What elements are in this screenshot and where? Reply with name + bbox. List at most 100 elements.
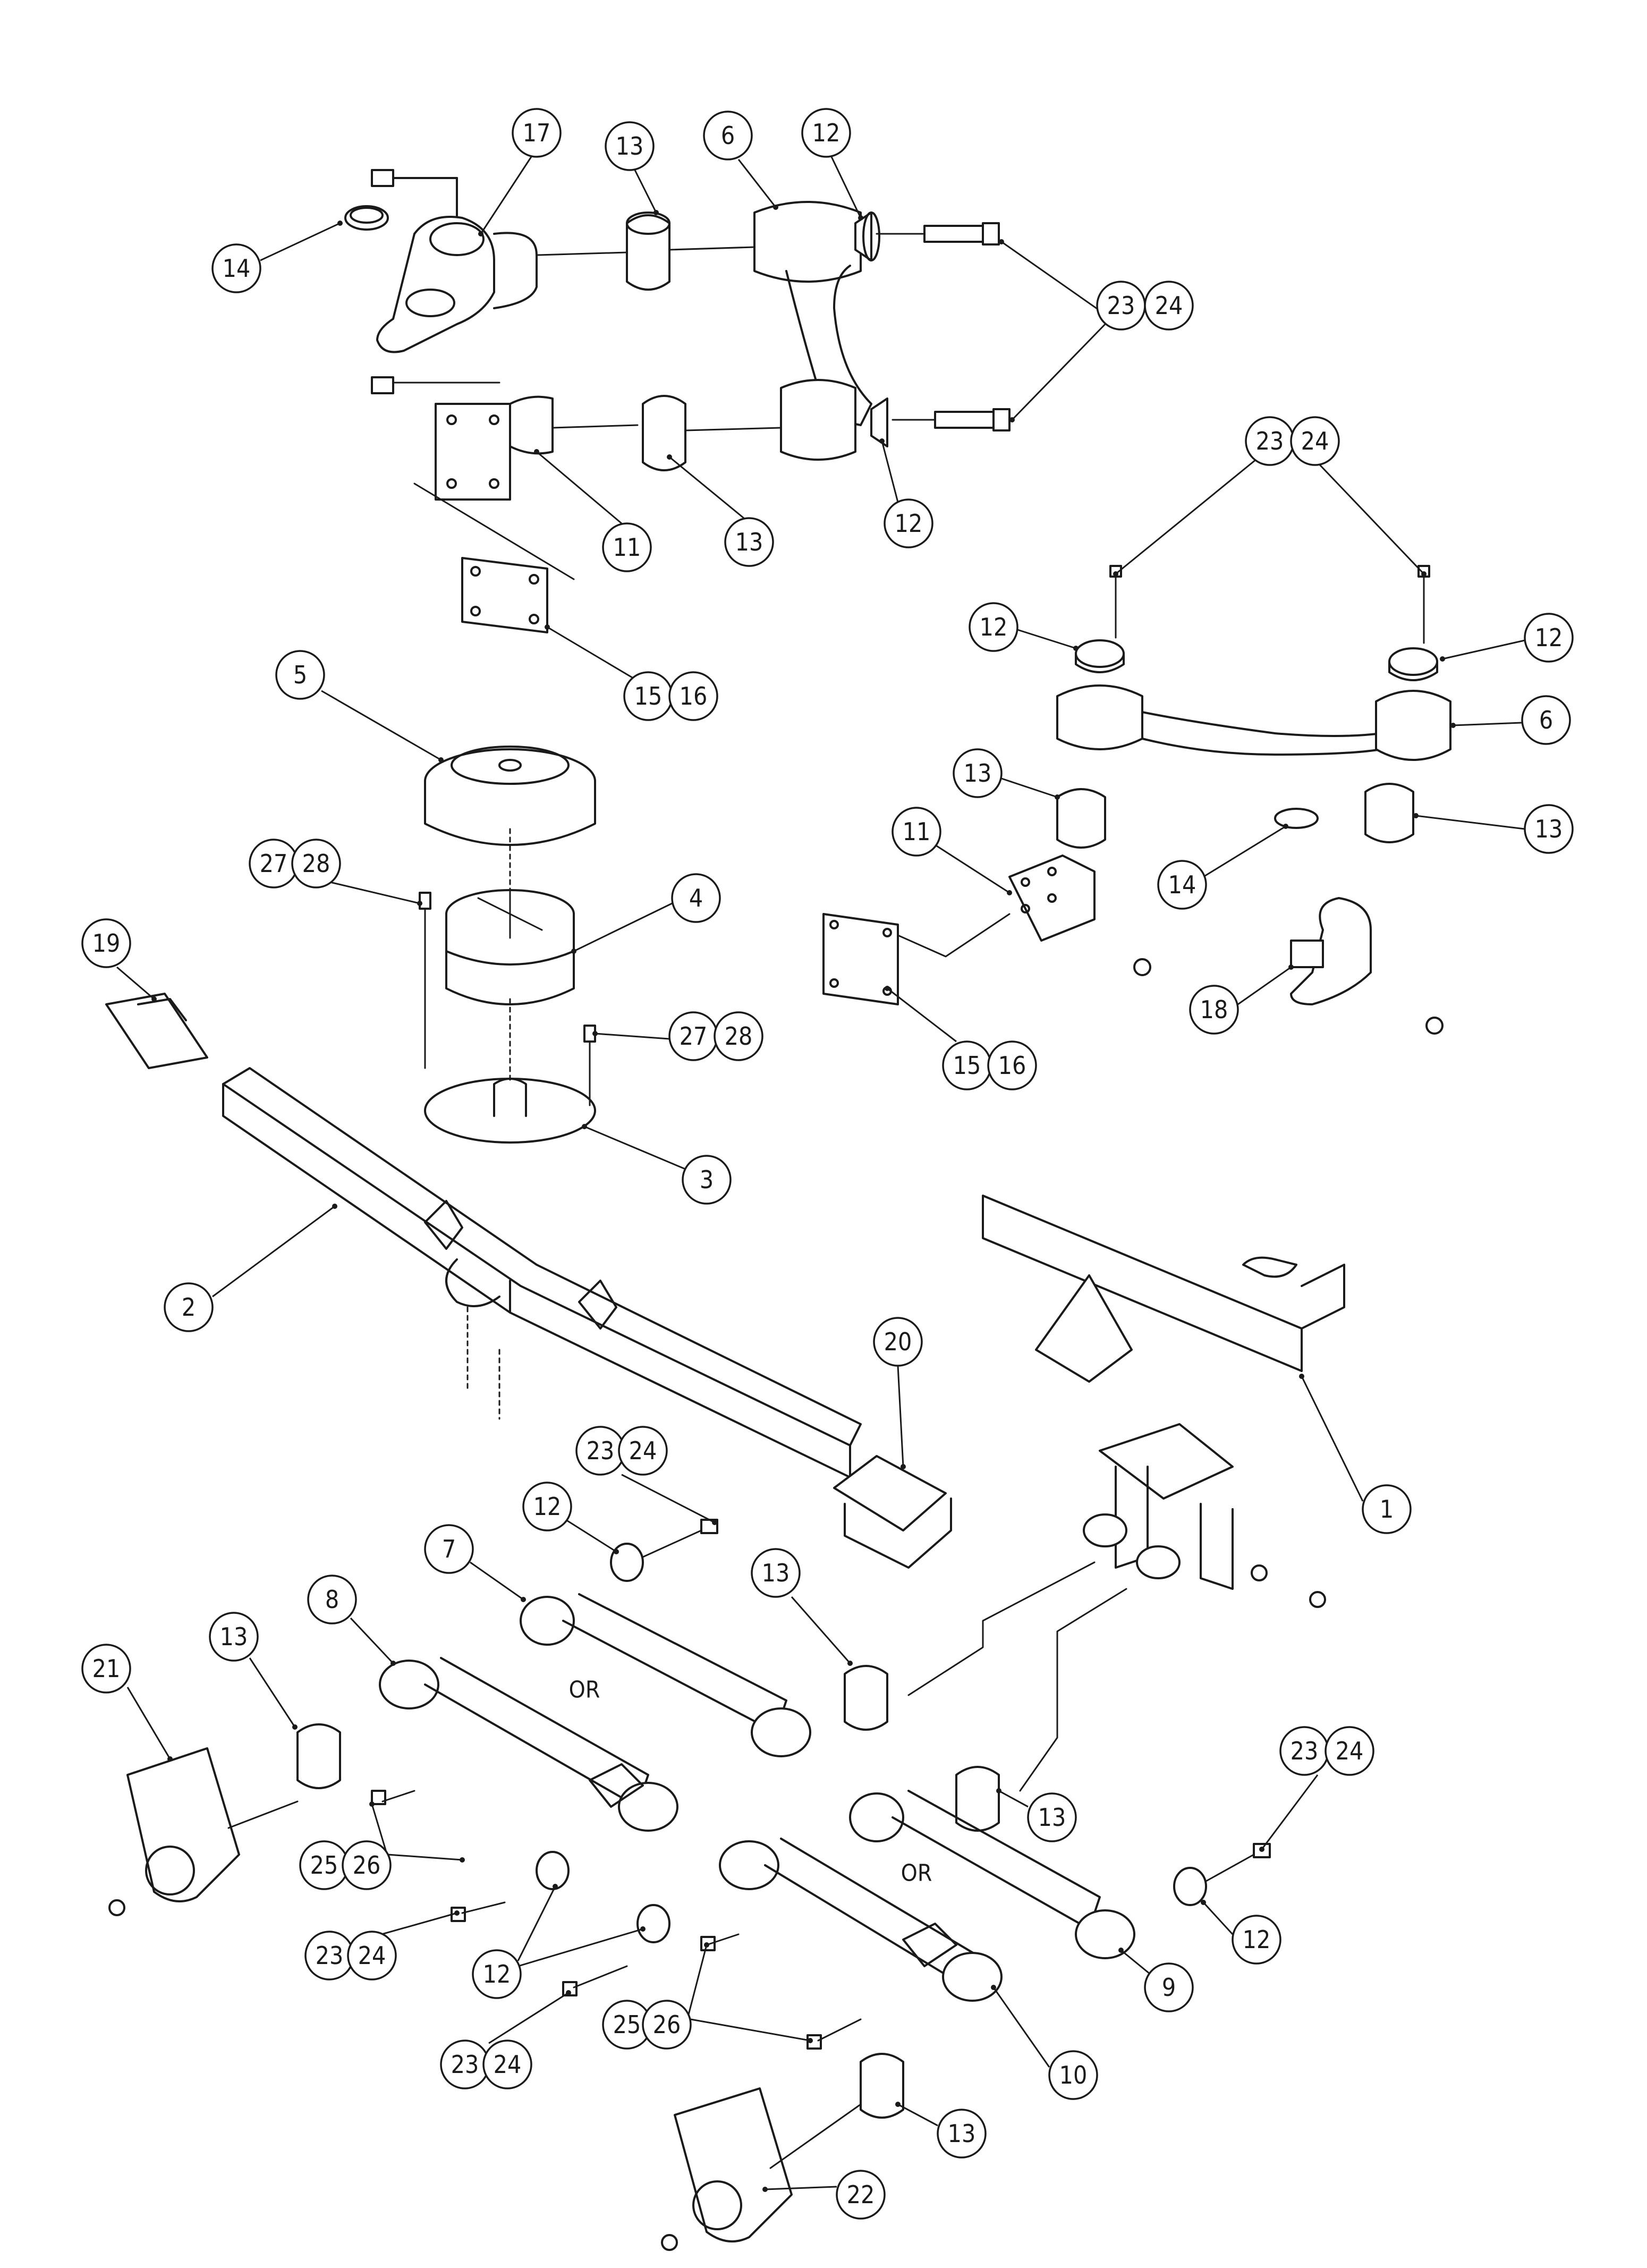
callout-23: 23	[1096, 281, 1146, 331]
leader-line	[387, 1854, 463, 1861]
svg-text:12: 12	[895, 509, 923, 538]
leader-arrow-tip	[553, 1884, 558, 1889]
callout-20: 20	[873, 1317, 923, 1367]
leader-arrow-tip	[653, 210, 659, 215]
svg-text:1: 1	[1380, 1495, 1394, 1524]
leader-arrow-tip	[1413, 813, 1419, 818]
leader-line	[897, 1365, 904, 1467]
leader-arrow-tip	[1299, 1374, 1304, 1379]
callout-12: 12	[522, 1482, 572, 1531]
svg-text:24: 24	[1336, 1737, 1364, 1765]
leader-arrow-tip	[762, 2187, 768, 2192]
callout-27: 27	[249, 839, 299, 888]
leader-line	[318, 878, 420, 904]
svg-text:27: 27	[680, 1022, 708, 1051]
callout-28: 28	[291, 839, 341, 888]
leader-line	[621, 1474, 715, 1524]
leader-arrow-tip	[1007, 890, 1012, 895]
leader-line	[1237, 966, 1292, 1005]
leader-arrow-tip	[614, 1549, 619, 1554]
leader-line	[1442, 639, 1525, 660]
leader-line	[1311, 456, 1425, 575]
svg-text:8: 8	[325, 1585, 339, 1614]
svg-text:14: 14	[223, 254, 251, 283]
svg-text:4: 4	[689, 884, 703, 912]
upper-left-arm-assembly	[344, 169, 1011, 633]
callout-5: 5	[275, 650, 325, 700]
callout-14: 14	[211, 243, 261, 293]
callout-2: 2	[164, 1282, 214, 1332]
callout-16: 16	[668, 671, 718, 721]
svg-text:24: 24	[1155, 291, 1183, 320]
svg-text:24: 24	[629, 1436, 657, 1465]
leader-line	[212, 1205, 335, 1298]
leader-line	[687, 1944, 708, 2017]
leader-arrow-tip	[996, 1788, 1001, 1793]
leader-arrow-tip	[704, 1942, 709, 1948]
leader-line	[765, 2186, 837, 2190]
svg-text:6: 6	[721, 121, 735, 150]
callout-4: 4	[671, 873, 721, 923]
leader-arrow-tip	[417, 901, 422, 906]
leader-line	[1011, 320, 1109, 421]
leader-arrow-tip	[566, 1990, 571, 1995]
leader-line	[350, 1617, 394, 1664]
svg-text:16: 16	[998, 1051, 1026, 1080]
callout-6: 6	[1521, 695, 1571, 745]
leader-arrow-tip	[478, 231, 483, 236]
svg-text:26: 26	[353, 1851, 381, 1880]
leader-line	[249, 1657, 296, 1728]
leader-arrow-tip	[773, 205, 778, 210]
leader-line	[573, 902, 673, 952]
leader-arrow-tip	[521, 1597, 526, 1602]
callout-23: 23	[304, 1931, 354, 1981]
svg-text:13: 13	[616, 132, 644, 160]
callout-23: 23	[440, 2039, 490, 2089]
leader-arrow-tip	[808, 2038, 813, 2043]
leader-line	[887, 987, 957, 1043]
frame-bracket	[982, 1195, 1345, 1608]
svg-text:27: 27	[260, 849, 288, 878]
callout-23: 23	[575, 1426, 625, 1476]
callout-21: 21	[81, 1644, 131, 1694]
leader-arrow-tip	[847, 1661, 853, 1666]
svg-text:14: 14	[1168, 870, 1196, 899]
callout-12: 12	[1232, 1915, 1281, 1965]
leader-lines	[116, 156, 1525, 2192]
callout-25: 25	[602, 2000, 652, 2050]
leader-line	[1453, 722, 1523, 726]
leader-arrow-tip	[667, 454, 672, 460]
leader-line	[470, 1561, 524, 1601]
callout-23: 23	[1245, 416, 1295, 466]
leader-arrow-tip	[337, 221, 343, 226]
callout-28: 28	[714, 1011, 763, 1061]
leader-line	[830, 156, 862, 218]
leader-line	[791, 1596, 851, 1664]
callout-15: 15	[942, 1040, 992, 1090]
leader-line	[116, 966, 155, 1000]
leader-line	[737, 159, 777, 208]
svg-text:22: 22	[847, 2180, 875, 2209]
callout-22: 22	[836, 2170, 886, 2220]
callout-12: 12	[472, 1949, 522, 1999]
svg-text:9: 9	[1162, 1973, 1176, 2002]
callout-24: 24	[482, 2039, 532, 2089]
svg-text:13: 13	[220, 1622, 248, 1651]
leader-arrow-tip	[545, 624, 550, 630]
svg-text:13: 13	[964, 759, 992, 788]
callout-6: 6	[703, 111, 753, 160]
leader-arrow-tip	[332, 1204, 337, 1209]
svg-text:24: 24	[358, 1941, 386, 1970]
leader-arrow-tip	[1440, 656, 1445, 662]
leader-arrow-tip	[460, 1857, 465, 1863]
leader-line	[992, 1987, 1050, 2068]
leader-arrow-tip	[1283, 824, 1288, 829]
svg-text:21: 21	[92, 1654, 121, 1683]
leader-line	[371, 1804, 389, 1858]
leader-arrow-tip	[167, 1756, 173, 1762]
svg-text:6: 6	[1539, 706, 1553, 734]
leader-line	[517, 1886, 556, 1961]
leader-line	[595, 1033, 670, 1040]
leader-arrow-tip	[1288, 964, 1294, 970]
